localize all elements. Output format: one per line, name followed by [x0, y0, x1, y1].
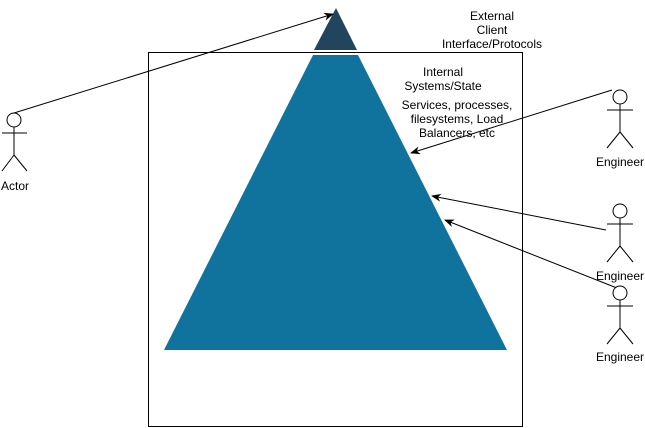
- external-label-1: External: [470, 9, 514, 23]
- engineer-2-label: Engineer: [596, 269, 644, 283]
- internal-label-1: Internal: [423, 65, 463, 79]
- external-interface-triangle[interactable]: [314, 8, 357, 50]
- external-label-2: Client: [477, 23, 508, 37]
- internal-systems-trapezoid[interactable]: [164, 55, 507, 350]
- services-label-1: Services, processes,: [402, 98, 513, 112]
- engineer-2-figure[interactable]: [606, 203, 634, 263]
- engineer-1-arrow[interactable]: [410, 89, 613, 155]
- engineer-3-figure[interactable]: [606, 285, 634, 345]
- engineer-3-arrow[interactable]: [444, 219, 628, 293]
- actor-label: Actor: [1, 179, 29, 193]
- internal-label-2: Systems/State: [404, 79, 482, 93]
- services-label-2: filesystems, Load: [411, 112, 504, 126]
- actor-figure[interactable]: [1, 112, 28, 172]
- engineer-2-arrow[interactable]: [431, 193, 607, 231]
- actor-arrow[interactable]: [13, 12, 334, 114]
- external-label-3: Interface/Protocols: [442, 37, 542, 51]
- system-boundary-box[interactable]: [148, 52, 523, 427]
- services-label-3: Balancers, etc: [419, 126, 495, 140]
- engineer-1-label: Engineer: [596, 155, 644, 169]
- engineer-3-label: Engineer: [596, 350, 644, 364]
- engineer-1-figure[interactable]: [606, 89, 634, 149]
